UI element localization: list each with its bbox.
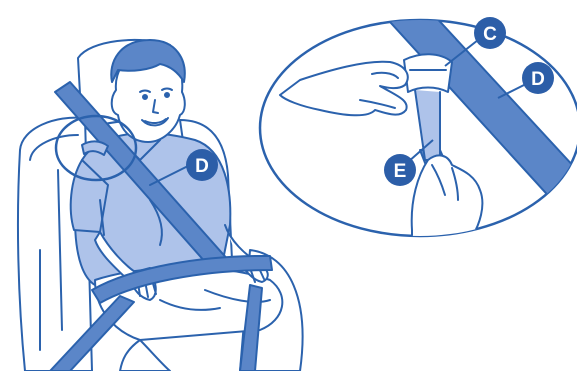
- callout-left-d-label: D: [195, 156, 209, 177]
- callout-badge-c: C: [474, 17, 506, 49]
- callout-badge-e: E: [384, 154, 416, 186]
- booster-seat-scene: [18, 40, 303, 371]
- callout-inset-d-label: D: [531, 69, 545, 90]
- child-head: [111, 40, 185, 142]
- inset-detail: [260, 0, 577, 240]
- callout-badge-inset-d: D: [522, 62, 554, 94]
- callout-badge-left-d: D: [186, 149, 218, 181]
- callout-e-label: E: [394, 161, 407, 182]
- inset-belt-clip: [404, 54, 452, 92]
- callout-c-label: C: [483, 24, 497, 45]
